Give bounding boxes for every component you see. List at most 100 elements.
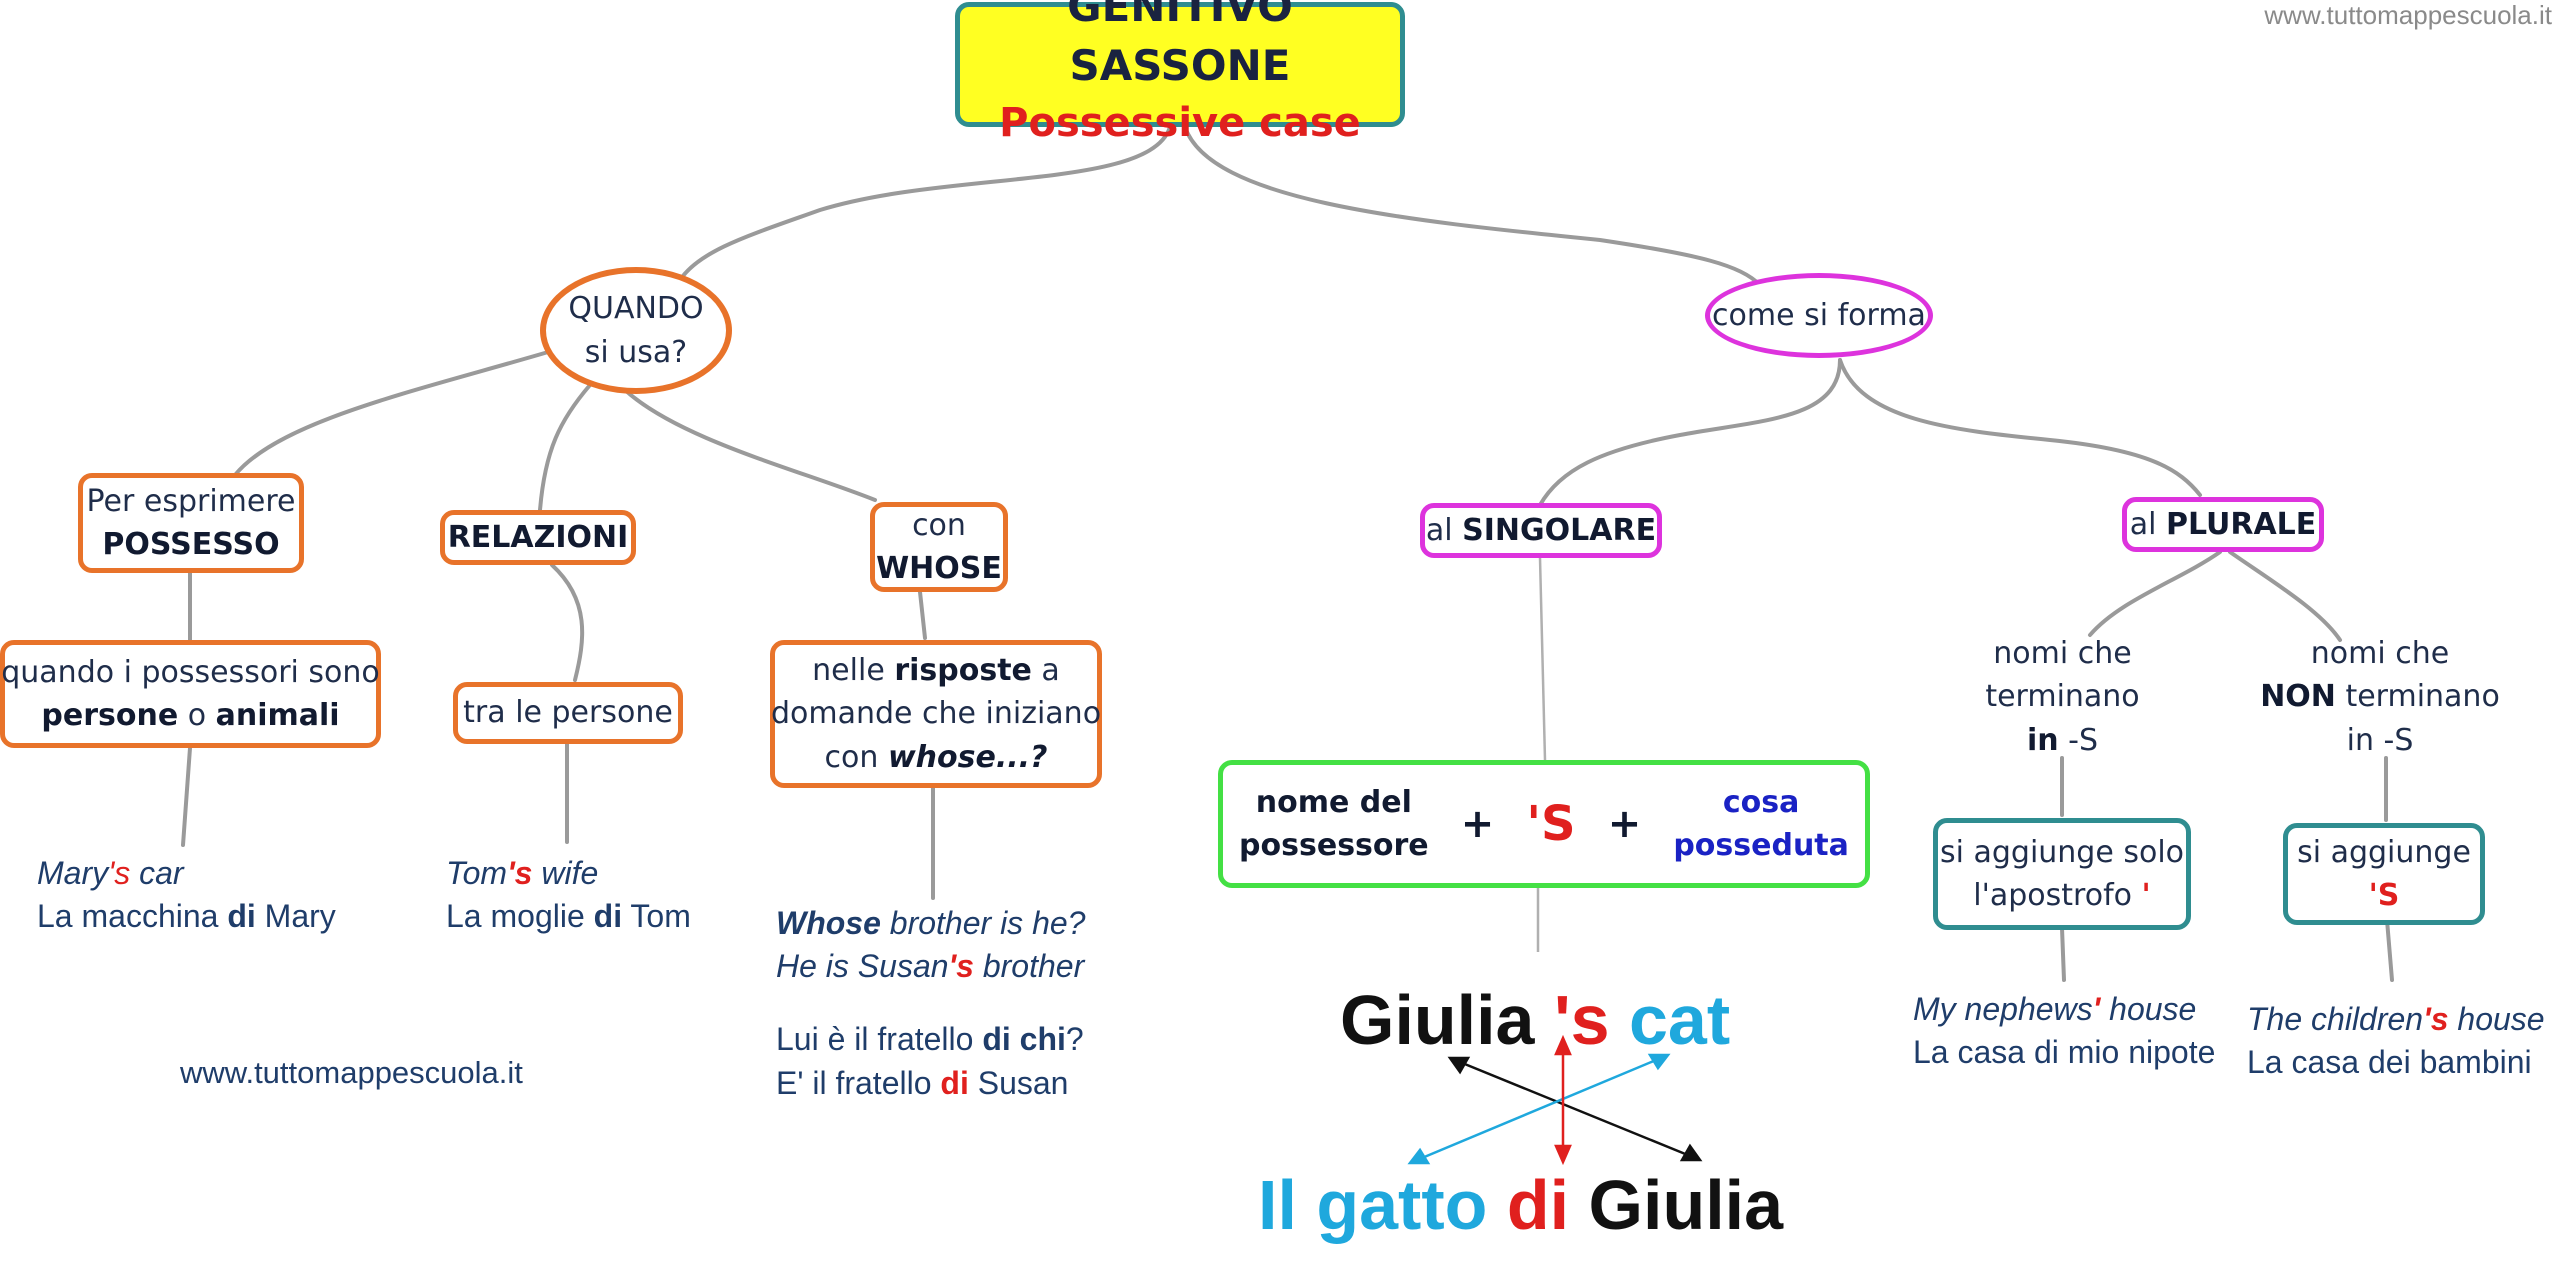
- it2-post: Susan: [968, 1064, 1069, 1101]
- it1-pre: Lui è il fratello: [776, 1021, 983, 1058]
- mary-it-text: Mary: [255, 898, 336, 935]
- whose-detail-pre: nelle: [812, 652, 895, 688]
- moglie-text: La moglie: [446, 898, 594, 935]
- house-text: house: [2100, 991, 2197, 1027]
- nephews-text: My nephews: [1913, 991, 2093, 1027]
- persone-text: persone: [41, 698, 179, 733]
- susan-s: 's: [948, 948, 974, 985]
- plural-s-example: My nephews' house La casa di mio nipote: [1913, 988, 2215, 1074]
- whose-line1: con: [912, 507, 966, 543]
- apostrofo-line1: si aggiunge solo: [1939, 834, 2185, 870]
- nipote-text: La casa di mio nipote: [1913, 1034, 2216, 1071]
- formula-cosa-line2: posseduta: [1673, 828, 1849, 863]
- risposte-text: risposte: [894, 652, 1032, 688]
- watermark: www.tuttomappescuola.it: [2264, 0, 2552, 30]
- formula-nome-line1: nome del: [1255, 784, 1412, 820]
- whose-detail-line2: domande che iniziano: [770, 696, 1102, 732]
- possesso-node: Per esprimere POSSESSO: [78, 473, 304, 573]
- animali-text: animali: [215, 698, 340, 733]
- giulia-italian: Il gatto di Giulia: [1258, 1170, 1783, 1240]
- relazioni-label: RELAZIONI: [447, 519, 629, 555]
- apostrofo-mark: ': [2141, 878, 2151, 913]
- plural-s-node: nomi che terminano in -S: [1960, 628, 2165, 766]
- nephews-apostrophe: ': [2092, 991, 2101, 1027]
- singolare-pre: al: [1425, 512, 1463, 548]
- whose-bold-text: Whose: [776, 905, 881, 941]
- relazioni-example: Tom's wife La moglie di Tom: [446, 852, 691, 938]
- relazioni-detail-label: tra le persone: [463, 695, 673, 731]
- children-s: 's: [2423, 1001, 2449, 1037]
- title-node: GENITIVO SASSONE Possessive case: [955, 0, 1405, 146]
- formula-nome-line2: possessore: [1239, 828, 1429, 863]
- singolare-node: al SINGOLARE: [1420, 503, 1662, 558]
- whose-example: Whose brother is he? He is Susan's broth…: [776, 902, 1085, 1105]
- car-text: car: [130, 855, 184, 891]
- mary-text: Mary: [37, 855, 109, 891]
- macchina-text: La macchina: [37, 898, 228, 935]
- it1-post: ?: [1065, 1021, 1084, 1058]
- brother-text: brother: [973, 948, 1085, 985]
- singolare-bold: SINGOLARE: [1462, 512, 1657, 548]
- formula-plus-1: +: [1460, 801, 1495, 847]
- plurale-pre: al: [2129, 506, 2166, 542]
- formula-node: nome del possessore + 'S + cosa possedut…: [1218, 760, 1870, 888]
- plural-nos-line1: nomi che: [2310, 635, 2450, 671]
- wife-text: wife: [532, 855, 599, 891]
- mary-s: 's: [108, 855, 131, 891]
- cross-arrows: [1407, 1034, 1703, 1166]
- title-line1: GENITIVO SASSONE: [1067, 0, 1293, 90]
- plural-s-line3: -S: [2058, 722, 2099, 758]
- aggiunge-line1: si aggiunge: [2297, 834, 2471, 870]
- come-label: come si forma: [1712, 297, 1926, 333]
- aggiunge-s: 'S: [2368, 878, 2400, 913]
- di-chi-text: di chi: [982, 1021, 1066, 1058]
- plural-s-in: in: [2026, 722, 2059, 758]
- whose-detail-post: a: [1031, 652, 1060, 688]
- formula-cosa-line1: cosa: [1722, 784, 1800, 820]
- o-text: o: [178, 698, 216, 733]
- plural-s-line2: terminano: [1985, 679, 2140, 715]
- possesso-line2: POSSESSO: [102, 527, 280, 562]
- plurale-node: al PLURALE: [2122, 497, 2324, 552]
- tom-it-text: Tom: [622, 898, 691, 935]
- apostrofo-node: si aggiunge solo l'apostrofo ': [1933, 818, 2191, 930]
- quando-line2: si usa?: [584, 334, 688, 370]
- it2-di: di: [940, 1064, 969, 1101]
- di-text: di: [593, 898, 623, 935]
- whose-line2: WHOSE: [876, 551, 1002, 586]
- giulia-word-2: 's: [1553, 981, 1610, 1059]
- giulia-english: Giulia 's cat: [1340, 985, 1730, 1055]
- formula-s: 'S: [1526, 796, 1576, 852]
- plural-nos-example: The children's house La casa dei bambini: [2247, 998, 2545, 1084]
- relazioni-detail-node: tra le persone: [453, 682, 683, 744]
- whose-node: con WHOSE: [870, 502, 1008, 592]
- possesso-example: Mary's car La macchina di Mary: [37, 852, 336, 938]
- giulia-word-1: Giulia: [1340, 981, 1535, 1059]
- whose-question-text: whose...?: [887, 739, 1048, 775]
- giulia-it-word-3: Giulia: [1588, 1166, 1784, 1244]
- plural-s-line1: nomi che: [1993, 635, 2132, 671]
- formula-plus-2: +: [1607, 801, 1642, 847]
- whose-detail-line3-pre: con: [824, 739, 888, 775]
- it2-pre: E' il fratello: [776, 1064, 941, 1101]
- footer-site: www.tuttomappescuola.it: [180, 1055, 523, 1090]
- tom-text: Tom: [446, 855, 508, 891]
- children-text: The children: [2247, 1001, 2424, 1037]
- tom-s: 's: [507, 855, 533, 891]
- giulia-it-word-1: Il gatto: [1258, 1166, 1488, 1244]
- plural-nos-line2: terminano: [2335, 679, 2500, 715]
- quando-node: QUANDO si usa?: [540, 267, 732, 394]
- aggiunge-node: si aggiunge 'S: [2283, 823, 2485, 925]
- plural-nos-non: NON: [2260, 679, 2336, 715]
- susan-text: He is Susan: [776, 948, 949, 985]
- plural-nos-line3: in -S: [2346, 722, 2414, 758]
- plurale-bold: PLURALE: [2165, 506, 2317, 542]
- di-text: di: [227, 898, 256, 935]
- giulia-it-word-2: di: [1506, 1166, 1570, 1244]
- title-line2: Possessive case: [999, 100, 1361, 147]
- bambini-text: La casa dei bambini: [2247, 1044, 2532, 1081]
- plural-nos-node: nomi che NON terminano in -S: [2260, 628, 2500, 766]
- relazioni-node: RELAZIONI: [440, 510, 636, 565]
- giulia-word-3: cat: [1628, 981, 1731, 1059]
